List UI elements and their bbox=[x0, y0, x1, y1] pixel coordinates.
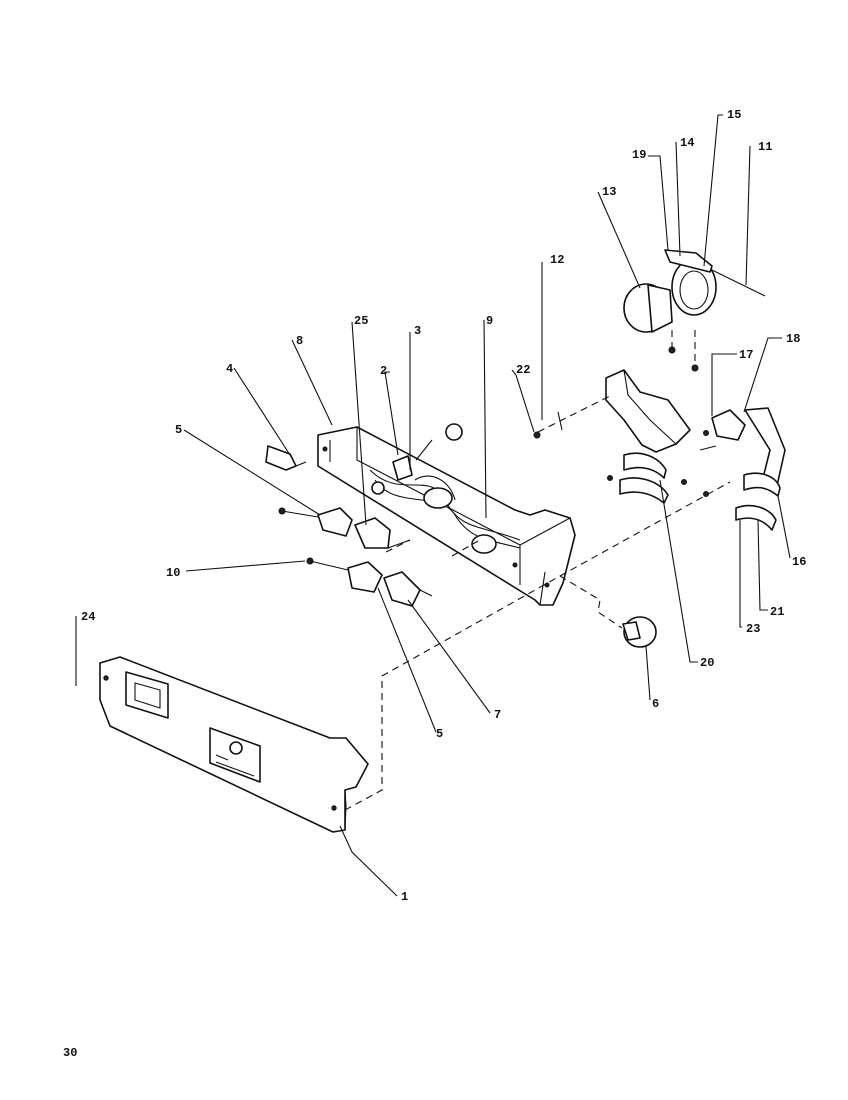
switch-25-part bbox=[354, 517, 411, 549]
callout-1: 1 bbox=[401, 890, 408, 904]
alignment-lines bbox=[344, 394, 731, 811]
callout-20: 20 bbox=[700, 656, 714, 670]
capacitor-part bbox=[265, 445, 307, 471]
callout-12: 12 bbox=[550, 253, 564, 267]
callout-11: 11 bbox=[758, 140, 772, 154]
callout-6: 6 bbox=[652, 697, 659, 711]
callout-17: 17 bbox=[739, 348, 753, 362]
callout-25: 25 bbox=[354, 314, 368, 328]
control-panel-part bbox=[99, 656, 369, 833]
callout-23: 23 bbox=[746, 622, 760, 636]
gasket-parts bbox=[607, 445, 781, 531]
callout-3: 3 bbox=[414, 324, 421, 338]
callout-22: 22 bbox=[516, 363, 530, 377]
callout-13: 13 bbox=[602, 185, 616, 199]
callout-labels: 1 2 3 4 5 5 6 7 8 9 10 11 12 13 14 15 16… bbox=[81, 108, 806, 904]
callout-14: 14 bbox=[680, 136, 694, 150]
callout-16: 16 bbox=[792, 555, 806, 569]
callout-8: 8 bbox=[296, 334, 303, 348]
callout-5-lower: 5 bbox=[436, 727, 443, 741]
leader-lines bbox=[75, 114, 791, 897]
knob-mount-part bbox=[371, 423, 463, 495]
callout-18: 18 bbox=[786, 332, 800, 346]
callout-9: 9 bbox=[486, 314, 493, 328]
fitting-part bbox=[622, 616, 657, 648]
callout-21: 21 bbox=[770, 605, 784, 619]
callout-10: 10 bbox=[166, 566, 180, 580]
motor-assembly-part bbox=[623, 249, 766, 372]
page-number: 30 bbox=[63, 1046, 78, 1060]
screw-12-22-part bbox=[533, 411, 563, 439]
callout-2: 2 bbox=[380, 364, 387, 378]
callout-15: 15 bbox=[727, 108, 741, 122]
callout-5: 5 bbox=[175, 423, 182, 437]
callout-7: 7 bbox=[494, 708, 501, 722]
damper-housing-part bbox=[605, 369, 691, 453]
switch-upper-part bbox=[278, 507, 353, 537]
lower-switches-part bbox=[306, 557, 433, 607]
wiring-harness-part bbox=[369, 469, 521, 554]
callout-19: 19 bbox=[632, 148, 646, 162]
callout-24: 24 bbox=[81, 610, 95, 624]
callout-4: 4 bbox=[226, 362, 233, 376]
